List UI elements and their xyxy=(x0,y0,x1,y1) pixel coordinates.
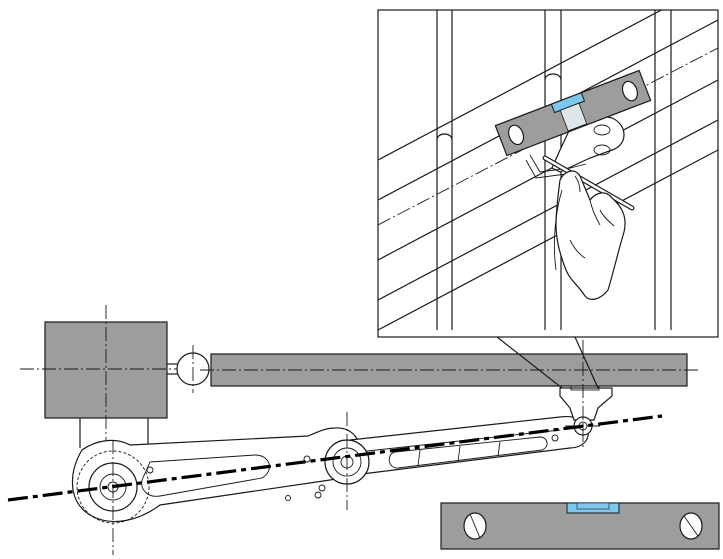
closer-body xyxy=(20,305,195,448)
diagonal-rails xyxy=(378,10,718,331)
detail-callout-leader xyxy=(496,336,599,389)
inset-spirit-level xyxy=(494,69,652,157)
screw-icon xyxy=(463,512,487,540)
detail-inset xyxy=(377,9,719,338)
level-reference-line xyxy=(7,414,663,502)
door-frame-bar xyxy=(200,353,700,387)
hand-icon xyxy=(553,170,626,300)
hex-key-icon xyxy=(542,155,635,211)
bar-end-pivot xyxy=(167,345,210,393)
screw-icon xyxy=(679,512,703,540)
spirit-level xyxy=(440,502,720,550)
